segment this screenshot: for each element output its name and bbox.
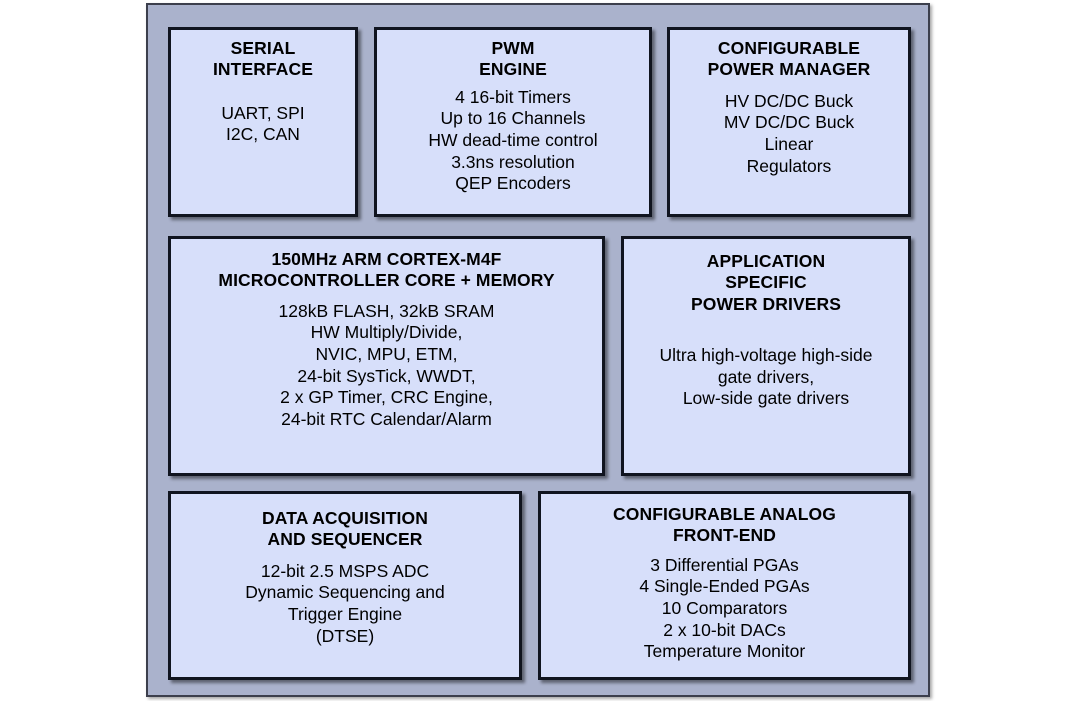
block-serial-interface[interactable]: SERIAL INTERFACE UART, SPI I2C, CAN — [168, 27, 358, 217]
block-configurable-analog-front-end[interactable]: CONFIGURABLE ANALOG FRONT-END 3 Differen… — [538, 491, 911, 680]
block-title-serial-interface: SERIAL INTERFACE — [212, 38, 314, 80]
block-body-pwm-engine: 4 16-bit Timers Up to 16 Channels HW dea… — [428, 86, 598, 194]
block-title-configurable-analog-front-end: CONFIGURABLE ANALOG FRONT-END — [613, 504, 836, 546]
block-microcontroller-core[interactable]: 150MHz ARM CORTEX-M4F MICROCONTROLLER CO… — [168, 236, 605, 476]
block-body-serial-interface: UART, SPI I2C, CAN — [221, 102, 305, 145]
block-title-microcontroller-core: 150MHz ARM CORTEX-M4F MICROCONTROLLER CO… — [218, 249, 555, 291]
block-body-data-acquisition-and-sequencer: 12-bit 2.5 MSPS ADC Dynamic Sequencing a… — [245, 560, 445, 646]
block-title-pwm-engine: PWM ENGINE — [479, 38, 547, 80]
block-data-acquisition-and-sequencer[interactable]: DATA ACQUISITION AND SEQUENCER 12-bit 2.… — [168, 491, 522, 680]
block-configurable-power-manager[interactable]: CONFIGURABLE POWER MANAGER HV DC/DC Buck… — [667, 27, 911, 217]
block-body-application-specific-power-drivers: Ultra high-voltage high-side gate driver… — [659, 345, 873, 409]
block-body-configurable-analog-front-end: 3 Differential PGAs 4 Single-Ended PGAs … — [639, 554, 810, 662]
block-title-configurable-power-manager: CONFIGURABLE POWER MANAGER — [707, 38, 871, 80]
block-title-data-acquisition-and-sequencer: DATA ACQUISITION AND SEQUENCER — [262, 508, 428, 550]
block-title-application-specific-power-drivers: APPLICATION SPECIFIC POWER DRIVERS — [690, 251, 842, 314]
block-application-specific-power-drivers[interactable]: APPLICATION SPECIFIC POWER DRIVERS Ultra… — [621, 236, 911, 476]
block-body-configurable-power-manager: HV DC/DC Buck MV DC/DC Buck Linear Regul… — [723, 90, 855, 176]
block-pwm-engine[interactable]: PWM ENGINE 4 16-bit Timers Up to 16 Chan… — [374, 27, 652, 217]
block-body-microcontroller-core: 128kB FLASH, 32kB SRAM HW Multiply/Divid… — [278, 300, 495, 430]
chip-outer-frame: SERIAL INTERFACE UART, SPI I2C, CAN PWM … — [146, 3, 930, 697]
